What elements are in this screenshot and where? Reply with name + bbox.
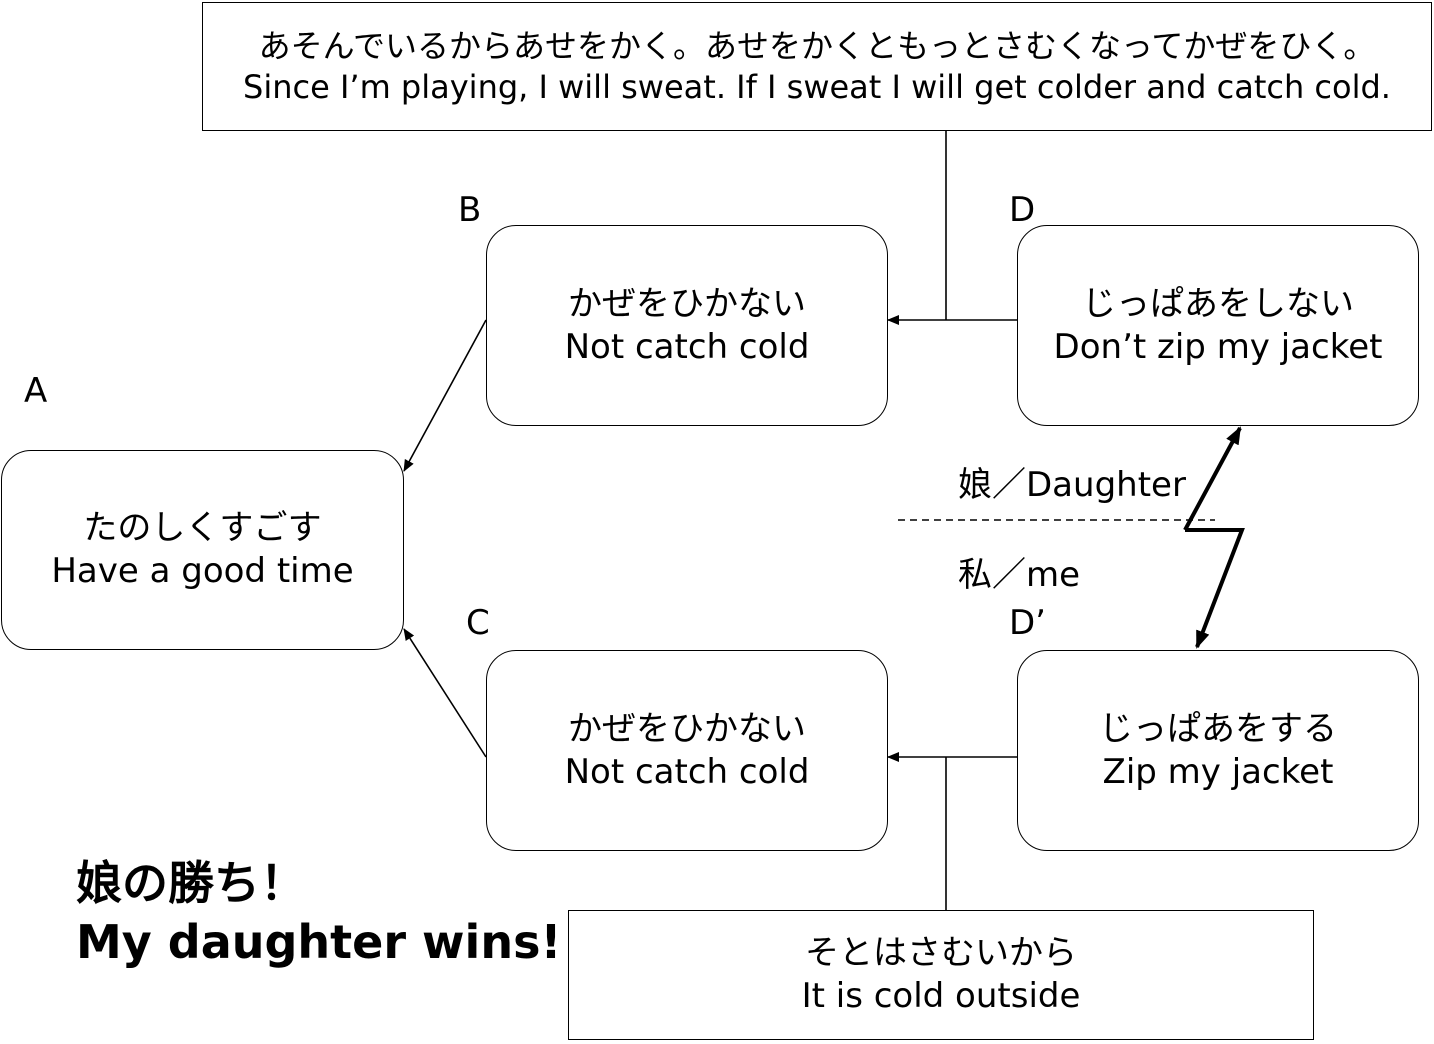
conflict-lightning-arrow — [1185, 528, 1245, 649]
arrow-b-to-a — [403, 319, 487, 472]
node-a-box: たのしくすごす Have a good time — [1, 450, 404, 650]
node-d-en: Don’t zip my jacket — [1053, 326, 1383, 367]
node-a-letter: A — [24, 371, 48, 411]
conclusion-jp: 娘の勝ち！ — [76, 856, 306, 910]
top-assumption-jp: あそんでいるからあせをかく。あせをかくともっとさむくなってかぜをひく。 — [258, 27, 1376, 66]
side-label-me: 私／me — [958, 555, 1081, 595]
node-d-box: じっぱあをしない Don’t zip my jacket — [1017, 225, 1419, 426]
node-d-prime-jp: じっぱあをする — [1099, 708, 1337, 749]
top-assumption-box: あそんでいるからあせをかく。あせをかくともっとさむくなってかぜをひく。 Sinc… — [202, 2, 1432, 131]
conclusion-en: My daughter wins! — [76, 914, 562, 969]
top-assumption-en: Since I’m playing, I will sweat. If I sw… — [243, 67, 1391, 106]
node-c-letter: C — [466, 603, 490, 643]
node-c-box: かぜをひかない Not catch cold — [486, 650, 888, 851]
node-b-box: かぜをひかない Not catch cold — [486, 225, 888, 426]
node-a-en: Have a good time — [51, 551, 354, 591]
node-c-jp: かぜをひかない — [568, 708, 806, 749]
node-b-jp: かぜをひかない — [568, 283, 806, 324]
side-label-daughter: 娘／Daughter — [958, 465, 1186, 505]
conflict-lightning-arrow-up — [1183, 426, 1242, 531]
bottom-assumption-en: It is cold outside — [801, 976, 1081, 1016]
node-d-letter: D — [1009, 190, 1036, 230]
node-c-en: Not catch cold — [564, 751, 810, 792]
node-d-prime-letter: D’ — [1009, 603, 1046, 643]
node-d-prime-en: Zip my jacket — [1102, 751, 1334, 792]
bottom-assumption-box: そとはさむいから It is cold outside — [568, 910, 1314, 1040]
bottom-assumption-jp: そとはさむいから — [805, 933, 1077, 974]
node-d-prime-box: じっぱあをする Zip my jacket — [1017, 650, 1419, 851]
node-b-letter: B — [458, 190, 482, 230]
arrow-c-to-a — [403, 628, 487, 758]
node-a-jp: たのしくすごす — [83, 508, 322, 549]
conclusion: 娘の勝ち！ My daughter wins! — [76, 854, 561, 972]
node-d-jp: じっぱあをしない — [1082, 283, 1354, 324]
node-b-en: Not catch cold — [564, 326, 810, 367]
